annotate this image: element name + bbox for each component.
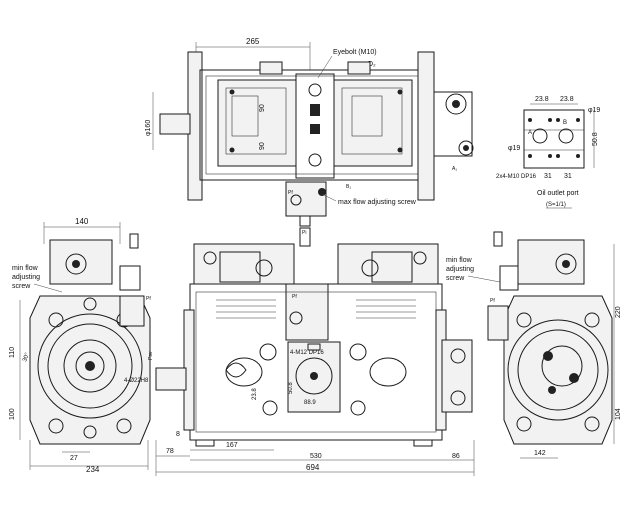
right-side-view: min flow adjusting screw Pf 220 104 142 [446, 231, 622, 459]
port-dim-31b: 31 [564, 173, 572, 180]
dim-234: 234 [86, 465, 100, 474]
dim-86: 86 [452, 453, 460, 460]
dim-50-8: 50.8 [288, 382, 294, 394]
dim-phi160: φ160 [145, 120, 152, 136]
dim-90b: 90 [259, 142, 266, 150]
dim-167: 167 [226, 442, 238, 449]
b1-label: B₁ [346, 184, 351, 190]
dim-30deg: 30° [22, 352, 31, 363]
dim-78: 78 [166, 448, 174, 455]
dim-23-8: 23.8 [252, 388, 258, 400]
min-flow-r-2: adjusting [446, 266, 474, 273]
port-b-label: B [563, 120, 567, 126]
port-dim-23-8a: 23.8 [535, 96, 549, 103]
psv-label-left: Psv [148, 351, 154, 360]
min-flow-r-3: screw [446, 275, 465, 282]
port-dim-31a: 31 [544, 173, 552, 180]
a1-label: A₁ [452, 166, 457, 172]
oil-outlet-label: Oil outlet port [537, 190, 579, 197]
port-detail: 23.8 23.8 B A φ19 φ19 50.8 31 31 2x4-M10… [496, 96, 600, 209]
dim-90a: 90 [259, 104, 266, 112]
max-flow-label: max flow adjusting screw [338, 199, 417, 206]
dim-88-9: 88.9 [304, 400, 316, 406]
scale-label: (S=1/1) [546, 202, 566, 208]
left-side-view: 140 Pf Psv min flow adjusting screw 110 … [9, 217, 154, 474]
dim-220: 220 [615, 306, 622, 318]
dim-694: 694 [306, 463, 320, 472]
pi-label-top: Pi [302, 230, 306, 236]
pf-label-right: Pf [490, 298, 495, 304]
port-dim-23-8b: 23.8 [560, 96, 574, 103]
d2-label: D₂ [368, 61, 376, 68]
dim-530: 530 [310, 453, 322, 460]
pf-label-front: Pf [292, 294, 297, 300]
thread-note: 2x4-M10 DP16 [496, 174, 537, 180]
dim-100: 100 [9, 408, 16, 420]
dim-27: 27 [70, 455, 78, 462]
min-flow-r-1: min flow [446, 257, 473, 264]
dim-265: 265 [246, 37, 260, 46]
dim-110: 110 [9, 347, 16, 358]
dim-142: 142 [534, 450, 546, 457]
pf-label-top: Pf [288, 190, 293, 196]
dim-104: 104 [615, 408, 622, 420]
port-dim-phi19b: φ19 [508, 145, 520, 152]
min-flow-2: adjusting [12, 274, 40, 281]
pf-label-left: Pf [146, 296, 151, 302]
bolt-holes-label: 4-Ø22H8 [124, 378, 149, 384]
front-view: Pf 4-M12 DP16 50.8 23.8 88.9 [155, 227, 475, 476]
port-dim-50-8: 50.8 [592, 132, 599, 146]
dim-8: 8 [176, 431, 180, 438]
dim-140: 140 [75, 217, 89, 226]
port-a-label: A [528, 130, 532, 136]
body-bolts-label: 4-M12 DP16 [290, 350, 324, 356]
min-flow-3: screw [12, 283, 31, 290]
eyebolt-label: Eyebolt (M10) [333, 49, 377, 56]
top-view: 265 Eyebolt (M10) D₂ φ160 90 90 [145, 37, 474, 236]
min-flow-1: min flow [12, 265, 39, 272]
